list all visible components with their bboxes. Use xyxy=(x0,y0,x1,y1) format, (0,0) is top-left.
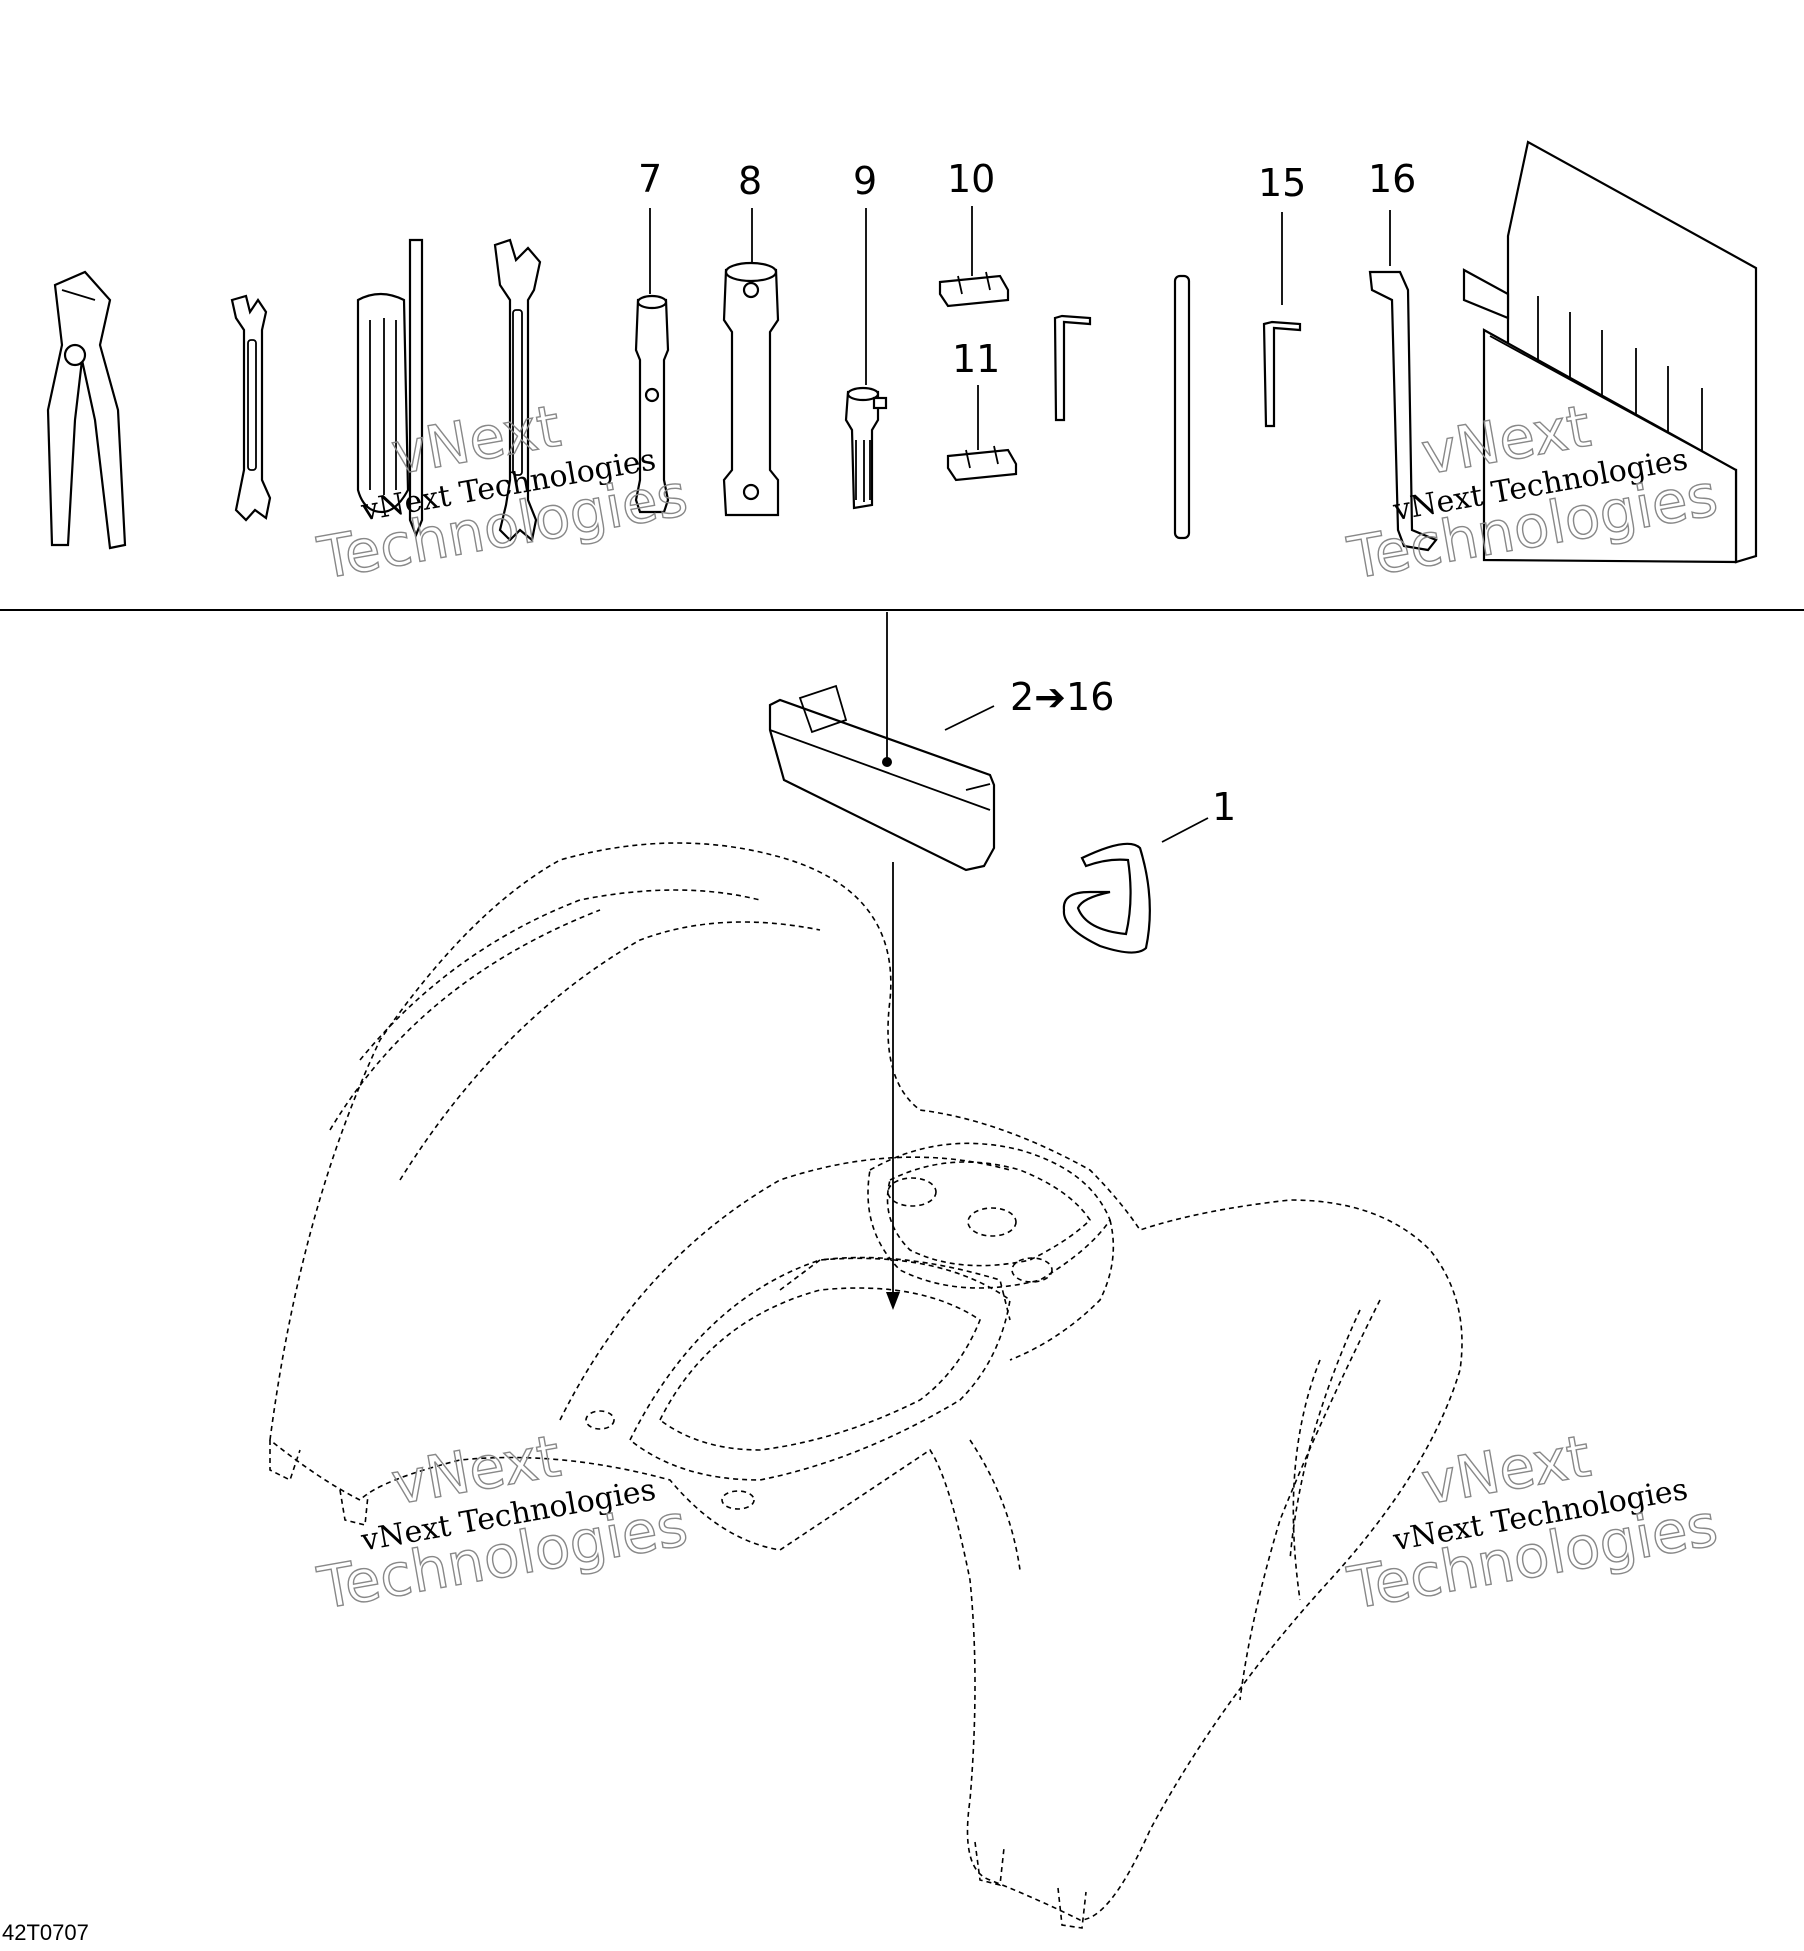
callout-1: 1 xyxy=(1212,785,1236,829)
callout-8: 8 xyxy=(738,159,762,203)
spark-plug-wrench-small-illustration xyxy=(634,294,670,514)
rear-fender-outline xyxy=(269,842,1463,1929)
small-wrench-illustration xyxy=(230,294,272,522)
rod-illustration xyxy=(1173,274,1191,540)
assembly-lines xyxy=(882,612,900,1310)
callout-11: 11 xyxy=(952,337,1000,381)
valve-tool-illustration xyxy=(844,386,888,510)
watermark-bottom-left: vNext vNext Technologies Technologies xyxy=(312,1421,693,1623)
pliers-illustration xyxy=(46,270,127,550)
tool-bag-illustration xyxy=(768,684,996,872)
large-wrench-illustration xyxy=(493,238,542,543)
callout-leaders-top xyxy=(649,206,1391,450)
tool-pouch-illustration xyxy=(1462,140,1758,564)
callout-7: 7 xyxy=(638,157,662,201)
fuse-11-illustration xyxy=(946,445,1018,482)
callout-leaders-bottom xyxy=(944,705,1209,843)
callout-16: 16 xyxy=(1368,157,1416,201)
bent-wrench-16-illustration xyxy=(1368,270,1438,552)
callout-labels: 7 8 9 10 11 15 16 2➔16 1 xyxy=(638,157,1416,829)
watermark-top-left: vNext vNext Technologies Technologies xyxy=(312,391,693,593)
diagram-reference-code: 42T0707 xyxy=(2,1920,89,1945)
screwdriver-illustration xyxy=(356,238,424,538)
fuse-10-illustration xyxy=(938,271,1010,308)
spark-plug-wrench-large-illustration xyxy=(722,261,780,517)
callout-9: 9 xyxy=(853,159,877,203)
hex-key-illustration xyxy=(1053,314,1092,422)
callout-2-to-16: 2➔16 xyxy=(1010,675,1114,719)
hex-key-15-illustration xyxy=(1262,320,1302,428)
callout-15: 15 xyxy=(1258,161,1306,205)
watermark-bottom-right: vNext vNext Technologies Technologies xyxy=(1342,1421,1723,1623)
strap-illustration xyxy=(1062,842,1151,954)
callout-10: 10 xyxy=(947,157,995,201)
